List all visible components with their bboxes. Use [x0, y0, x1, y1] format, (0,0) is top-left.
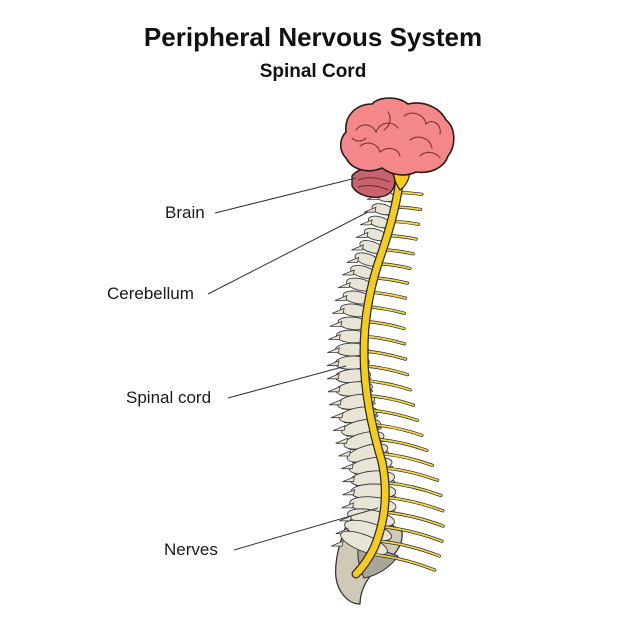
spinous-process: [329, 399, 342, 406]
brain-leader-line: [214, 177, 357, 214]
label-nerves: Nerves: [164, 540, 218, 559]
spinous-process: [331, 307, 345, 314]
spinous-process: [342, 476, 356, 483]
nerve-branch-fill: [369, 553, 436, 571]
label-cerebellum: Cerebellum: [107, 284, 194, 303]
nerves-leader-line: [233, 507, 379, 551]
spinous-process: [334, 294, 348, 301]
page-title: Peripheral Nervous System: [143, 22, 483, 52]
spinous-process: [335, 437, 349, 444]
spinal-cord-fill: [352, 172, 404, 578]
spinous-process: [338, 281, 351, 288]
cerebellum-leader-line: [207, 211, 369, 295]
spinous-process: [327, 346, 340, 353]
spinous-process: [351, 244, 364, 251]
spinous-process: [341, 502, 355, 509]
spinous-process: [355, 231, 369, 238]
spinous-process: [328, 333, 341, 340]
page-subtitle: Spinal Cord: [259, 61, 367, 82]
spinous-process: [330, 540, 344, 547]
spinous-process: [341, 463, 354, 470]
label-spinal-cord: Spinal cord: [126, 388, 212, 407]
spinous-process: [332, 424, 346, 431]
spinous-process: [327, 386, 341, 393]
nerve-branch-fill: [384, 496, 444, 512]
spinal-cord-leader-line: [227, 365, 347, 399]
nerve-branch-fill: [376, 539, 441, 557]
spinous-process: [363, 206, 377, 213]
spinous-process: [342, 489, 356, 496]
brain-gyri: [351, 111, 441, 159]
spinous-process: [329, 320, 343, 327]
cerebellum-folds: [357, 177, 391, 191]
spinous-process: [338, 450, 351, 457]
nerve-branch-fill: [383, 511, 445, 527]
spinous-process: [359, 219, 373, 226]
spinous-process: [327, 373, 340, 380]
spinous-process: [342, 269, 355, 276]
spinous-process: [326, 360, 340, 367]
label-brain: Brain: [165, 203, 205, 222]
nerve-branch-fill: [384, 481, 442, 497]
spinous-process: [346, 256, 360, 263]
brain-shape: [339, 97, 455, 176]
spinous-process: [330, 412, 344, 419]
nerve-branch-fill: [380, 525, 443, 543]
